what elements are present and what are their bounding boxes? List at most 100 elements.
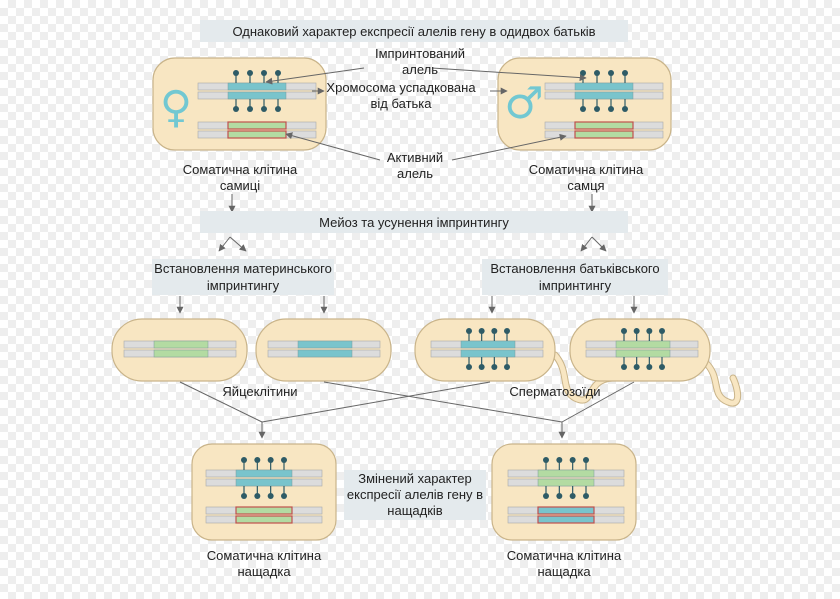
gene-allele bbox=[227, 121, 287, 130]
arrow-to-female-imprinted bbox=[265, 67, 365, 85]
methyl-group bbox=[491, 364, 498, 370]
maternal-band-line2: імпринтингу bbox=[206, 278, 280, 293]
methyl-group bbox=[583, 493, 589, 499]
label-male-cell-1: Соматична клітина bbox=[528, 162, 644, 177]
arrow-split bbox=[580, 236, 593, 252]
arrows bbox=[176, 67, 638, 439]
gene-allele bbox=[574, 130, 634, 139]
methyl-group bbox=[556, 493, 563, 499]
gene-allele bbox=[227, 130, 287, 139]
gene-allele bbox=[537, 478, 595, 487]
gene-allele bbox=[460, 349, 516, 358]
maternal-band-line1: Встановлення материнського bbox=[154, 261, 332, 276]
methyl-group bbox=[267, 493, 274, 499]
arrow-split bbox=[218, 236, 231, 252]
label-imprinted-allele-2: алель bbox=[402, 62, 438, 77]
methyl-group bbox=[594, 106, 600, 112]
male-symbol: ♂ bbox=[504, 78, 543, 129]
label-offspring-1-line2: нащадка bbox=[237, 564, 291, 579]
gene-allele bbox=[537, 469, 595, 478]
methyl-group bbox=[247, 106, 253, 112]
label-active-allele-1: Активний bbox=[386, 150, 444, 165]
changed-line1: Змінений характер bbox=[358, 471, 472, 486]
diagram-title: Однаковий характер експресії алелів гену… bbox=[200, 20, 628, 42]
changed-line2: експресії алелів гену в bbox=[346, 487, 484, 502]
methyl-group bbox=[261, 70, 267, 76]
paternal-band-line1: Встановлення батьківського bbox=[490, 261, 660, 276]
label-chromosome-father-1: Хромосома успадкована bbox=[326, 80, 476, 95]
offspring-cell-2 bbox=[491, 443, 637, 541]
female-symbol: ♀ bbox=[160, 82, 192, 133]
gene-allele bbox=[235, 469, 293, 478]
cross-line bbox=[561, 381, 635, 423]
methyl-group bbox=[633, 328, 640, 334]
methyl-group bbox=[241, 457, 247, 463]
methyl-group bbox=[281, 457, 287, 463]
methyl-group bbox=[233, 106, 239, 112]
gene-allele bbox=[460, 340, 516, 349]
paternal-band: Встановлення батьківського імпринтингу bbox=[482, 259, 668, 295]
label-imprinted-allele-1: Імпринтований bbox=[375, 46, 465, 61]
methyl-group bbox=[233, 70, 239, 76]
arrow-split bbox=[591, 236, 607, 252]
methyl-group bbox=[275, 70, 281, 76]
arrow-to-female-active bbox=[285, 132, 381, 161]
methyl-group bbox=[659, 328, 665, 334]
offspring-cell-1 bbox=[191, 443, 337, 541]
label-chromosome-father-2: від батька bbox=[370, 96, 432, 111]
meiosis-band: Мейоз та усунення імпринтингу bbox=[200, 211, 628, 233]
paternal-band-line2: імпринтингу bbox=[538, 278, 612, 293]
gene-allele bbox=[153, 349, 209, 358]
cross-line bbox=[179, 381, 263, 423]
methyl-group bbox=[569, 493, 576, 499]
gene-allele bbox=[235, 478, 293, 487]
methyl-group bbox=[594, 70, 600, 76]
methyl-group bbox=[478, 364, 485, 370]
methyl-group bbox=[621, 364, 627, 370]
arrow-split bbox=[229, 236, 247, 252]
label-female-cell-2: самиці bbox=[219, 178, 261, 193]
methyl-group bbox=[621, 328, 627, 334]
label-male-cell-2: самця bbox=[567, 178, 605, 193]
label-offspring-2-line2: нащадка bbox=[537, 564, 591, 579]
gene-allele bbox=[227, 91, 287, 100]
changed-line3: нащадків bbox=[387, 503, 443, 518]
methyl-group bbox=[478, 328, 485, 334]
methyl-group bbox=[466, 364, 472, 370]
methyl-group bbox=[608, 70, 614, 76]
methyl-group bbox=[466, 328, 472, 334]
methyl-group bbox=[504, 364, 510, 370]
methyl-group bbox=[583, 457, 589, 463]
gene-allele bbox=[235, 506, 293, 515]
label-female-cell-1: Соматична клітина bbox=[182, 162, 298, 177]
gene-allele bbox=[615, 349, 671, 358]
label-sperm: Сперматозоїди bbox=[509, 384, 601, 399]
gene-allele bbox=[574, 82, 634, 91]
methyl-group bbox=[646, 328, 653, 334]
arrow-to-male-imprinted bbox=[431, 67, 587, 82]
gene-allele bbox=[227, 82, 287, 91]
gene-allele bbox=[537, 515, 595, 524]
gene-allele bbox=[615, 340, 671, 349]
methyl-group bbox=[267, 457, 274, 463]
gene-allele bbox=[235, 515, 293, 524]
changed-expression-band: Змінений характер експресії алелів гену … bbox=[344, 470, 486, 520]
cross-line bbox=[323, 381, 563, 423]
methyl-group bbox=[254, 493, 261, 499]
gene-allele bbox=[574, 91, 634, 100]
maternal-band: Встановлення материнського імпринтингу bbox=[152, 259, 334, 295]
methyl-group bbox=[646, 364, 653, 370]
methyl-group bbox=[275, 106, 281, 112]
methyl-group bbox=[247, 70, 253, 76]
methyl-group bbox=[622, 70, 628, 76]
methyl-group bbox=[504, 328, 510, 334]
methyl-group bbox=[659, 364, 665, 370]
methyl-group bbox=[241, 493, 247, 499]
methyl-group bbox=[543, 493, 549, 499]
methyl-group bbox=[556, 457, 563, 463]
label-eggs: Яйцеклітини bbox=[222, 384, 298, 399]
chromosomes bbox=[123, 70, 699, 524]
methyl-group bbox=[491, 328, 498, 334]
methyl-group bbox=[580, 70, 586, 76]
